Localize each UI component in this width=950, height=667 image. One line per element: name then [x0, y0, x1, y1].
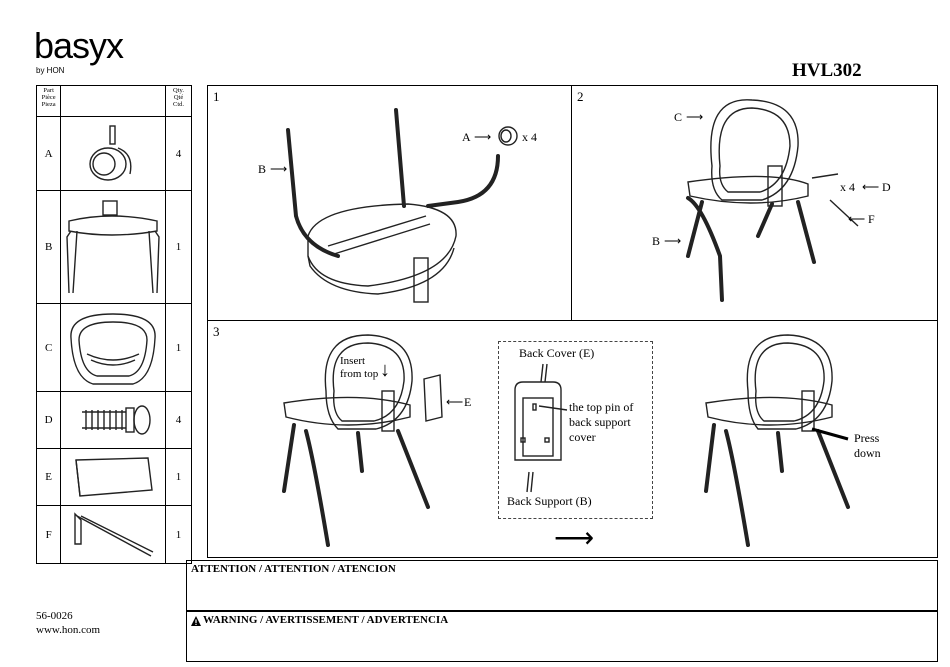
arrow-c-icon: ⟶	[686, 110, 704, 124]
table-row: E 1	[35, 448, 192, 506]
screw-icon	[82, 405, 151, 435]
warning-box: WARNING / AVERTISSEMENT / ADVERTENCIA	[186, 611, 938, 662]
table-row: D 4	[35, 391, 192, 449]
arrow-down-icon: ↓	[380, 359, 390, 381]
attention-title: ATTENTION / ATTENTION / ATENCION	[191, 563, 396, 575]
part-qty: 4	[165, 391, 192, 449]
press-down-note: Press down	[854, 431, 881, 460]
part-column-header: Part Pièce Pieza	[35, 85, 62, 117]
detail-inset: Back Cover (E) the top pin of back suppo…	[498, 341, 653, 519]
part-letter: E	[35, 448, 62, 506]
top-pin-note: the top pin of back support cover	[569, 400, 634, 444]
part-qty: 1	[165, 448, 192, 506]
quantity-x4: x 4	[522, 130, 537, 144]
back-cover-insert-illustration	[282, 334, 850, 547]
bracket-detail-illustration	[514, 363, 568, 493]
part-image-cell	[60, 116, 167, 191]
quantity-x4: x 4	[840, 180, 855, 194]
back-cover-label: Back Cover (E)	[519, 346, 595, 360]
part-letter: C	[35, 303, 62, 392]
table-row: F 1	[35, 505, 192, 564]
attention-box: ATTENTION / ATTENTION / ATENCION	[186, 560, 938, 611]
step-number: 3	[213, 324, 220, 339]
label-e: E	[464, 395, 472, 409]
step-number: 1	[213, 89, 220, 104]
brand-logo: basyx	[34, 25, 124, 66]
label-b: B	[258, 162, 267, 176]
table-row: B 1	[35, 190, 192, 304]
back-cover-icon	[75, 457, 153, 497]
brand-subtitle: by HON	[36, 66, 65, 75]
table-row: C 1	[35, 303, 192, 392]
parts-table: Part Pièce Pieza Qty. Qté Ctd. A 4 B 1 C	[35, 85, 192, 564]
step-number: 2	[577, 89, 584, 104]
part-qty: 1	[165, 190, 192, 304]
caster-a-icon	[498, 126, 518, 146]
next-step-arrow-icon: ⟶	[554, 523, 595, 554]
back-frame-icon	[70, 312, 156, 385]
part-letter: D	[35, 391, 62, 449]
parts-table-header: Part Pièce Pieza Qty. Qté Ctd.	[35, 85, 192, 117]
caster-icon	[89, 124, 132, 181]
table-row: A 4	[35, 116, 192, 191]
warning-title: WARNING / AVERTISSEMENT / ADVERTENCIA	[203, 614, 449, 626]
website-url: www.hon.com	[36, 624, 101, 636]
part-image-cell	[60, 303, 167, 392]
label-b: B	[652, 234, 661, 248]
seat-base-icon	[66, 200, 160, 294]
arrow-f-icon: ⟵	[848, 212, 866, 226]
qty-column-header: Qty. Qté Ctd.	[165, 85, 192, 117]
part-image-cell	[60, 505, 167, 564]
allen-wrench-icon	[74, 511, 154, 557]
part-letter: B	[35, 190, 62, 304]
part-letter: A	[35, 116, 62, 191]
model-number: HVL302	[792, 60, 862, 81]
step-2-panel: 2 C ⟶ x 4 ⟵ D ⟵ F B ⟶	[571, 85, 938, 321]
label-d: D	[882, 180, 891, 194]
part-qty: 1	[165, 505, 192, 564]
label-c: C	[674, 110, 683, 124]
part-qty: 1	[165, 303, 192, 392]
part-image-cell	[60, 391, 167, 449]
part-header-text: Part Pièce Pieza	[41, 87, 56, 108]
back-support-label: Back Support (B)	[507, 494, 592, 508]
arrow-a-icon: ⟶	[474, 130, 492, 144]
step-1-panel: 1 A ⟶ x 4 B ⟶	[207, 85, 572, 321]
arrow-b-icon: ⟶	[270, 162, 288, 176]
arrow-d-icon: ⟵	[862, 180, 880, 194]
label-f: F	[868, 212, 875, 226]
qty-header-text: Qty. Qté Ctd.	[173, 87, 185, 108]
chair-upside-down-illustration	[286, 108, 500, 303]
chair-back-attach-illustration	[686, 99, 859, 302]
step-3-panel: 3 Insert from top ↓ ⟵ E Back Cover (E) t…	[207, 320, 938, 558]
part-image-cell	[60, 448, 167, 506]
image-column-header	[60, 85, 167, 117]
arrow-e-icon: ⟵	[446, 395, 464, 409]
part-letter: F	[35, 505, 62, 564]
insert-from-top-note: Insert from top	[340, 355, 379, 380]
arrow-b-icon: ⟶	[664, 234, 682, 248]
part-image-cell	[60, 190, 167, 304]
document-code: 56-0026	[36, 610, 73, 622]
label-a: A	[462, 130, 471, 144]
part-qty: 4	[165, 116, 192, 191]
warning-triangle-icon	[191, 616, 201, 626]
